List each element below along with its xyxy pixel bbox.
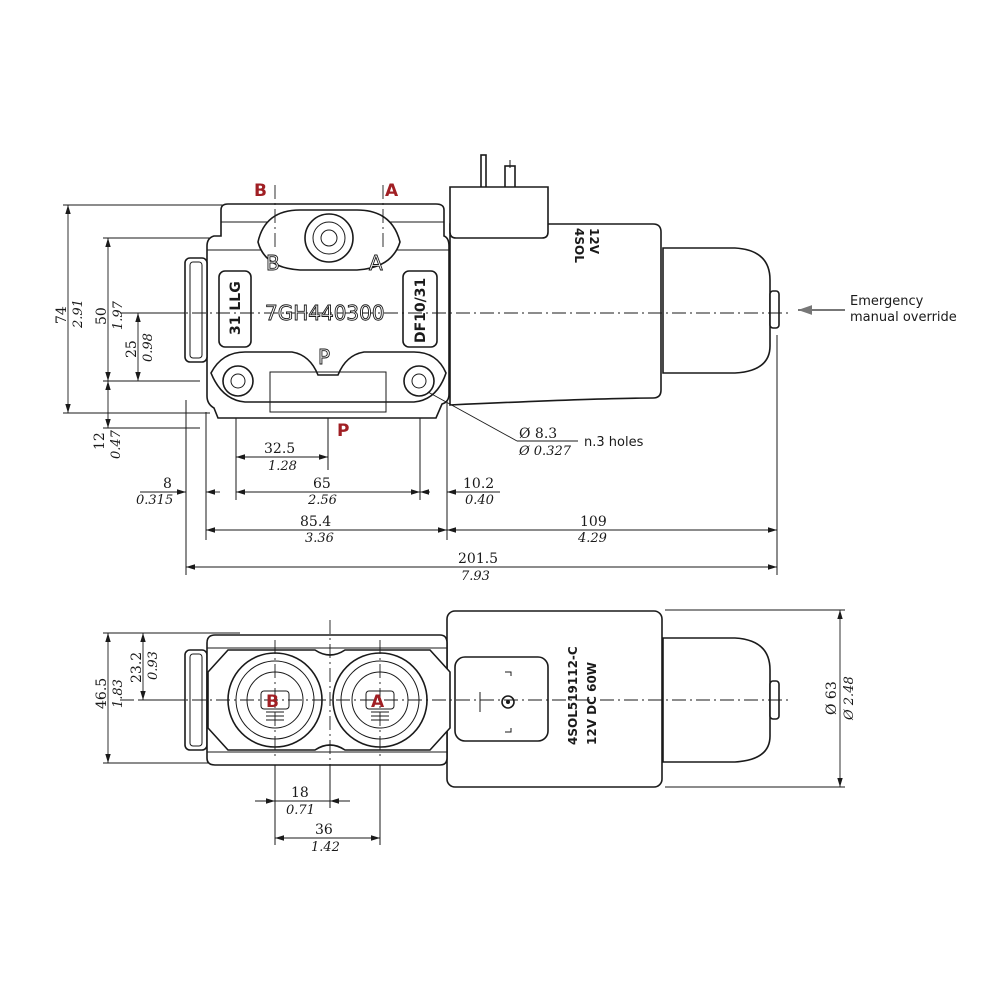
mounting-hole-left bbox=[222, 365, 254, 397]
dim-23-2-in: 0.93 bbox=[146, 651, 161, 680]
port-label-p: P bbox=[337, 421, 349, 441]
coil-side-text-2: 12V bbox=[587, 228, 601, 255]
body-engraving-p: P bbox=[318, 345, 330, 369]
dim-25: 25 bbox=[124, 340, 140, 358]
dim-109: 109 bbox=[580, 514, 607, 530]
bottom-view: 4SOL519112-C 12V DC 60W bbox=[94, 609, 857, 855]
connector-pins bbox=[480, 154, 516, 189]
dim-36-in: 1.42 bbox=[311, 840, 340, 855]
extension-lines bbox=[63, 204, 778, 575]
dim-10-2: 10.2 bbox=[463, 476, 494, 492]
coil-side-text-1: 4SOL bbox=[572, 228, 586, 263]
hole-dim-mm: Ø 8.3 bbox=[519, 426, 557, 442]
holes-note: n.3 holes bbox=[584, 435, 644, 450]
valve-body bbox=[184, 203, 450, 419]
centerlines-bottom bbox=[120, 620, 790, 790]
port-label-a-bottom: A bbox=[371, 692, 385, 712]
coil-bottom: 4SOL519112-C 12V DC 60W bbox=[446, 610, 663, 788]
dim-10-2-in: 0.40 bbox=[465, 493, 494, 508]
dim-63: Ø 63 bbox=[824, 681, 840, 715]
port-label-b-bottom: B bbox=[266, 692, 279, 712]
horizontal-dims-top: 32.5 1.28 8 0.315 65 2.56 10.2 0.40 85.4… bbox=[136, 441, 777, 584]
plate-left-text: 31 LLG bbox=[228, 281, 244, 335]
dim-201-5-in: 7.93 bbox=[461, 569, 490, 584]
valve-body-bottom bbox=[184, 634, 451, 766]
port-label-b: B bbox=[254, 181, 267, 201]
coil-text-1: 4SOL519112-C bbox=[566, 646, 580, 745]
vertical-dims-top: 74 2.91 50 1.97 25 0.98 12 0.47 bbox=[54, 205, 156, 459]
part-code: 7GH440300 bbox=[265, 301, 385, 325]
solenoid-coil: 4SOL 12V bbox=[449, 186, 662, 406]
override-note-1: Emergency bbox=[850, 294, 924, 309]
dim-74-in: 2.91 bbox=[71, 299, 86, 329]
port-label-a: A bbox=[385, 181, 399, 201]
dim-50-in: 1.97 bbox=[111, 300, 126, 330]
override-cap bbox=[662, 247, 780, 374]
dim-23-2: 23.2 bbox=[129, 652, 145, 683]
horizontal-dims-bottom: 18 0.71 36 1.42 bbox=[255, 785, 380, 855]
dim-8: 8 bbox=[163, 476, 172, 492]
dim-85-4-in: 3.36 bbox=[305, 531, 334, 546]
dim-12-in: 0.47 bbox=[109, 429, 124, 459]
dim-46-5-in: 1.83 bbox=[111, 679, 126, 708]
coil-connector bbox=[454, 656, 549, 742]
dim-12: 12 bbox=[92, 432, 108, 450]
dim-109-in: 4.29 bbox=[577, 531, 607, 546]
dim-63-in: Ø 2.48 bbox=[842, 676, 857, 721]
dim-46-5: 46.5 bbox=[94, 678, 110, 709]
centerlines bbox=[120, 185, 790, 314]
coil-text-2: 12V DC 60W bbox=[585, 662, 599, 745]
dim-18: 18 bbox=[291, 785, 309, 801]
dim-74: 74 bbox=[54, 306, 70, 324]
dim-65: 65 bbox=[313, 476, 331, 492]
dim-32-5-in: 1.28 bbox=[268, 459, 297, 474]
plate-right bbox=[402, 270, 438, 348]
plate-right-text: DF10/31 bbox=[413, 278, 429, 343]
override-note-2: manual override bbox=[850, 310, 957, 325]
body-engraving-b: B bbox=[266, 251, 280, 275]
dim-201-5: 201.5 bbox=[458, 551, 498, 567]
mounting-hole-right bbox=[403, 365, 435, 397]
dim-8-in: 0.315 bbox=[136, 493, 173, 508]
dim-32-5: 32.5 bbox=[264, 441, 295, 457]
dim-25-in: 0.98 bbox=[141, 333, 156, 362]
dim-85-4: 85.4 bbox=[300, 514, 331, 530]
dim-50: 50 bbox=[94, 307, 110, 325]
dim-36: 36 bbox=[315, 822, 333, 838]
vertical-dims-bottom: 46.5 1.83 23.2 0.93 Ø 63 Ø 2.48 bbox=[94, 610, 857, 787]
top-view: 4SOL 12V bbox=[54, 154, 957, 584]
hole-dim-in: Ø 0.327 bbox=[518, 444, 572, 459]
plate-left bbox=[218, 270, 252, 348]
dim-65-in: 2.56 bbox=[307, 493, 337, 508]
dim-18-in: 0.71 bbox=[286, 803, 315, 818]
hole-leader: Ø 8.3 Ø 0.327 n.3 holes bbox=[427, 391, 644, 459]
body-engraving-a: A bbox=[369, 251, 383, 275]
